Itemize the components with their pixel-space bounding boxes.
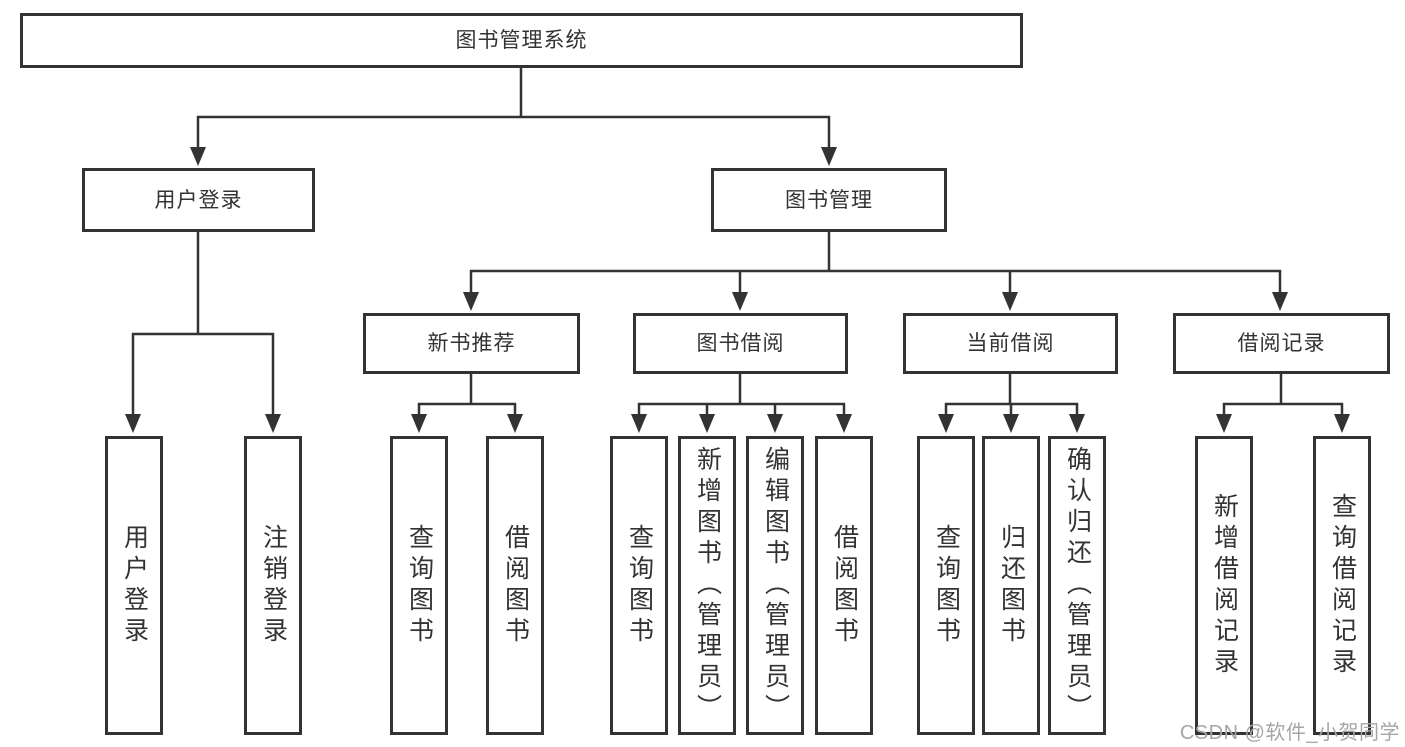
leaf-query-borrow-record: 查询借阅记录: [1313, 436, 1371, 735]
leaf-query-books-borrowing: 查询图书: [610, 436, 668, 735]
leaf-add-borrow-record: 新增借阅记录: [1195, 436, 1253, 735]
leaf-query-books-current: 查询图书: [917, 436, 975, 735]
node-book-management: 图书管理: [711, 168, 947, 232]
leaf-user-login: 用户登录: [105, 436, 163, 735]
leaf-borrow-books-recommend: 借阅图书: [486, 436, 544, 735]
leaf-return-books: 归还图书: [982, 436, 1040, 735]
node-library-system: 图书管理系统: [20, 13, 1023, 68]
leaf-query-books-recommend: 查询图书: [390, 436, 448, 735]
leaf-add-books-admin: 新增图书（管理员）: [678, 436, 736, 735]
arrowheads: [125, 147, 1350, 433]
node-borrowing-records: 借阅记录: [1173, 313, 1390, 374]
node-user-login: 用户登录: [82, 168, 315, 232]
node-current-borrowing: 当前借阅: [903, 313, 1118, 374]
watermark: CSDN @软件_小贺同学: [1179, 722, 1400, 744]
leaf-confirm-return-admin: 确认归还（管理员）: [1048, 436, 1106, 735]
leaf-edit-books-admin: 编辑图书（管理员）: [746, 436, 804, 735]
node-book-borrowing: 图书借阅: [633, 313, 848, 374]
node-new-book-recommendation: 新书推荐: [363, 313, 580, 374]
leaf-logout-login: 注销登录: [244, 436, 302, 735]
leaf-borrow-books-borrowing: 借阅图书: [815, 436, 873, 735]
